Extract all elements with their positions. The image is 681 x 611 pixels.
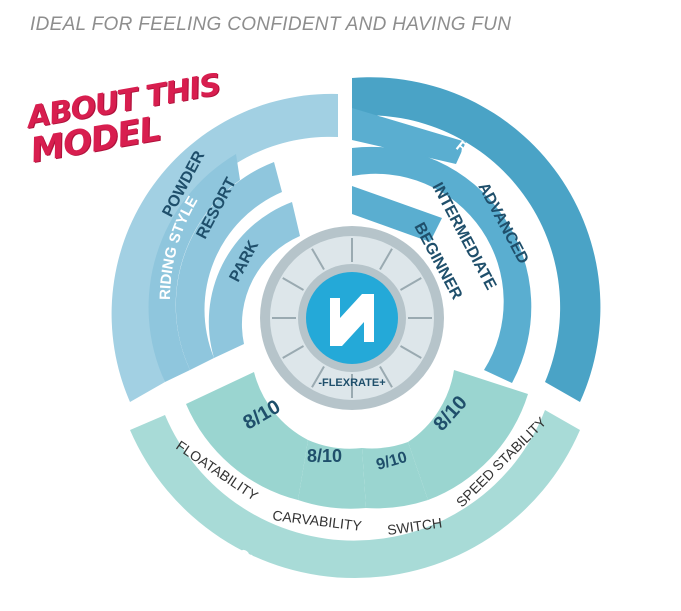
tagline: IDEAL FOR FEELING CONFIDENT AND HAVING F… xyxy=(30,14,512,35)
flexrate-segments xyxy=(272,238,432,398)
carvability-rating: 8/10 xyxy=(307,446,342,466)
park-ring xyxy=(208,202,300,358)
flexrate-segment-divider xyxy=(282,345,305,359)
riding-style-outer-ring xyxy=(111,93,338,402)
floatability-sector xyxy=(186,372,308,500)
intermediate-ring xyxy=(352,146,532,383)
flexrate-label: -FLEXRATE+ xyxy=(318,377,385,389)
characteristics-section xyxy=(130,370,580,579)
advanced-ring xyxy=(352,108,466,164)
speed-stability-sector xyxy=(408,370,528,500)
beginner-ring xyxy=(352,186,442,242)
powder-ring xyxy=(148,154,240,382)
flexrate-segment-divider xyxy=(311,365,325,388)
flexrate-segment-divider xyxy=(399,345,422,359)
switch-label: SWITCH xyxy=(386,514,443,538)
flexrate-segment-divider xyxy=(379,365,393,388)
flexrate-segment-divider xyxy=(311,248,325,271)
resort-ring xyxy=(175,162,282,370)
characteristics-outer-ring xyxy=(130,410,580,579)
riding-style-section xyxy=(111,93,338,402)
brand-logo xyxy=(306,272,398,364)
flexrate-segment-divider xyxy=(379,248,393,271)
carvability-sector xyxy=(298,440,366,509)
riding-level-outer-ring xyxy=(352,77,601,402)
flexrate-segment-divider xyxy=(399,277,422,291)
switch-sector xyxy=(362,442,428,509)
flexrate-segment-divider xyxy=(282,277,305,291)
riding-level-section xyxy=(352,77,601,402)
